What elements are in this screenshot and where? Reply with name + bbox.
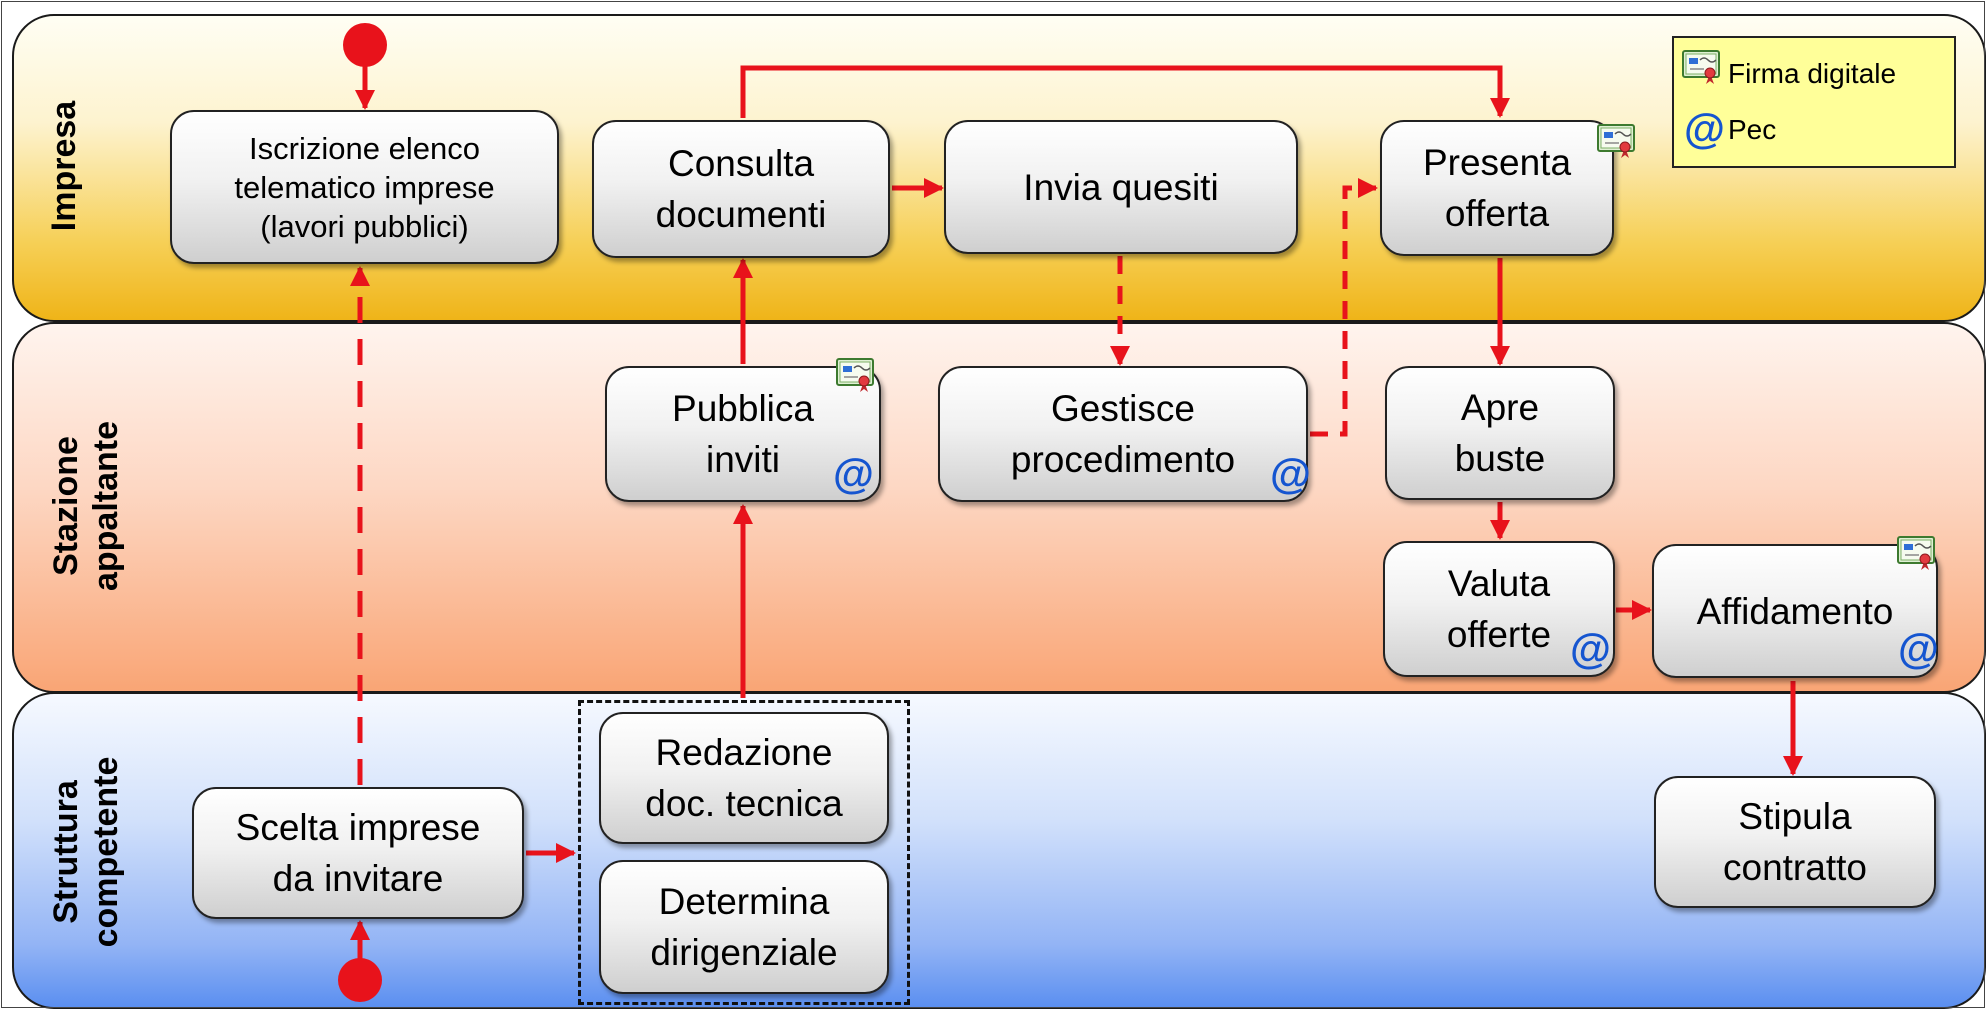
node-pubblica-inviti: Pubblica inviti xyxy=(605,366,881,502)
node-text: buste xyxy=(1454,438,1546,479)
node-apre-buste: Apre buste xyxy=(1385,366,1615,500)
certificate-icon xyxy=(836,358,874,392)
node-text: documenti xyxy=(655,194,827,235)
legend-label-pec: Pec xyxy=(1728,114,1777,145)
node-scelta-imprese: Scelta imprese da invitare xyxy=(192,787,524,919)
certificate-icon xyxy=(1897,536,1935,570)
at-icon: @ xyxy=(1898,625,1939,672)
node-text: contratto xyxy=(1723,847,1867,888)
node-text: offerta xyxy=(1444,193,1550,234)
node-text: telematico imprese xyxy=(234,169,495,205)
at-icon: @ xyxy=(833,450,874,497)
node-text: doc. tecnica xyxy=(645,783,843,824)
node-text: Gestisce xyxy=(1051,388,1195,429)
node-text: Determina xyxy=(658,881,830,922)
node-text: da invitare xyxy=(272,858,444,899)
at-icon: @ xyxy=(1270,450,1311,497)
certificate-icon xyxy=(1682,50,1720,84)
node-redazione-doc-tecnica: Redazione doc. tecnica xyxy=(599,712,889,844)
at-icon: @ xyxy=(1684,105,1725,152)
node-text: procedimento xyxy=(1010,439,1236,480)
node-text: Redazione xyxy=(655,732,833,773)
node-text: Valuta xyxy=(1447,563,1551,604)
node-text: dirigenziale xyxy=(650,932,838,973)
legend-label-firma-digitale: Firma digitale xyxy=(1728,58,1897,89)
certificate-icon xyxy=(1597,124,1635,158)
legend: Firma digitale @ Pec xyxy=(1672,36,1956,168)
node-text: (lavori pubblici) xyxy=(260,208,469,244)
node-text: Invia quesiti xyxy=(1023,166,1219,208)
node-text: Pubblica xyxy=(672,388,814,429)
node-text: Iscrizione elenco xyxy=(249,130,480,166)
preparation-group xyxy=(578,700,910,1005)
node-presenta-offerta: Presenta offerta xyxy=(1380,120,1614,256)
node-consulta-documenti: Consulta documenti xyxy=(592,120,890,258)
start-node-bottom xyxy=(338,958,382,1002)
node-text: Scelta imprese xyxy=(235,807,481,848)
node-gestisce-procedimento: Gestisce procedimento xyxy=(938,366,1308,502)
node-text: inviti xyxy=(705,439,781,480)
node-valuta-offerte: Valuta offerte xyxy=(1383,541,1615,677)
edge-gestisce-presenta xyxy=(1310,178,1378,437)
node-text: Consulta xyxy=(667,143,815,184)
node-affidamento: Affidamento xyxy=(1652,544,1938,678)
node-text: Stipula xyxy=(1738,796,1852,837)
node-text: Affidamento xyxy=(1696,590,1894,632)
node-text: Presenta xyxy=(1422,142,1572,183)
node-stipula-contratto: Stipula contratto xyxy=(1654,776,1936,908)
node-iscrizione-elenco: Iscrizione elenco telematico imprese (la… xyxy=(170,110,559,264)
start-node-top xyxy=(343,23,387,67)
node-text: Apre xyxy=(1460,387,1540,428)
node-invia-quesiti: Invia quesiti xyxy=(944,120,1298,254)
node-text: offerte xyxy=(1446,614,1552,655)
node-determina-dirigenziale: Determina dirigenziale xyxy=(599,860,889,994)
edge-consulta-presenta xyxy=(740,65,1510,118)
at-icon: @ xyxy=(1570,625,1611,672)
